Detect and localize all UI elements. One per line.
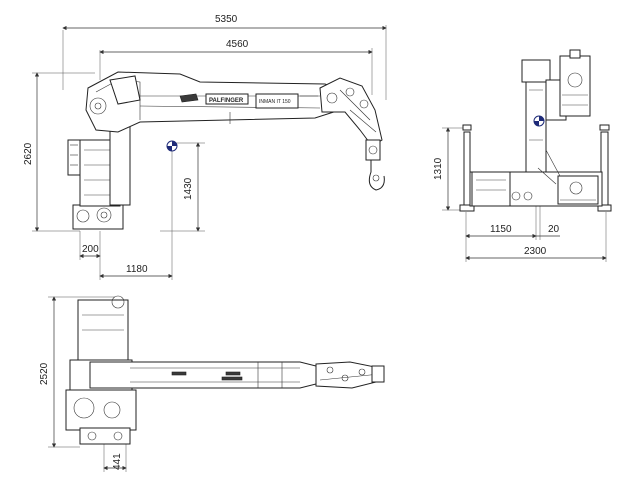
dim-label-1430: 1430 [183, 177, 194, 200]
dim-label-2300: 2300 [524, 246, 547, 257]
dim-hook-height: 1430 [160, 142, 205, 232]
dim-cog-offset: 1180 [99, 150, 173, 280]
dim-label-20: 20 [548, 224, 560, 235]
right-outrigger-front [597, 124, 612, 212]
dim-half-width: 1150 [465, 200, 537, 262]
dim-overall-depth: 2520 [39, 296, 115, 448]
dim-label-441: 441 [112, 453, 123, 470]
control-block-front [537, 49, 591, 185]
base-frame-front [469, 171, 603, 207]
dim-label-2620: 2620 [23, 142, 34, 165]
dim-label-1180: 1180 [126, 264, 148, 275]
dim-boom-length: 4560 [99, 39, 373, 95]
dim-overall-height: 2620 [23, 72, 95, 232]
main-boom-side: PALFINGER INMAN IT 150 [85, 71, 341, 133]
dim-overall-width: 2300 [465, 212, 607, 262]
dim-label-1310: 1310 [433, 157, 444, 180]
dim-label-1150: 1150 [490, 224, 512, 235]
crane-base-top [65, 295, 137, 445]
crane-base-side [67, 119, 131, 230]
boom-tip-and-hook [319, 77, 385, 191]
dim-column-offset: 200 [79, 231, 101, 280]
main-boom-top [89, 361, 317, 389]
column-front [521, 59, 567, 173]
boom-tip-top [315, 361, 385, 389]
dim-label-5350: 5350 [215, 14, 238, 25]
dim-center-offset: 20 [536, 200, 560, 240]
boom-brand-label: PALFINGER [209, 98, 244, 104]
dim-label-4560: 4560 [226, 39, 249, 50]
dim-overall-length: 5350 [62, 14, 387, 100]
front-view: 1310 1150 20 2300 [433, 49, 612, 262]
top-view: 2520 441 [39, 295, 385, 472]
center-of-gravity-marker [166, 140, 178, 152]
dim-label-200: 200 [82, 244, 99, 255]
left-outrigger-front [459, 124, 475, 212]
side-view: 5350 4560 2620 1430 200 [23, 14, 387, 280]
dim-base-depth: 441 [103, 440, 127, 472]
dim-label-2520: 2520 [39, 362, 50, 385]
boom-model-label: INMAN IT 150 [259, 99, 291, 105]
